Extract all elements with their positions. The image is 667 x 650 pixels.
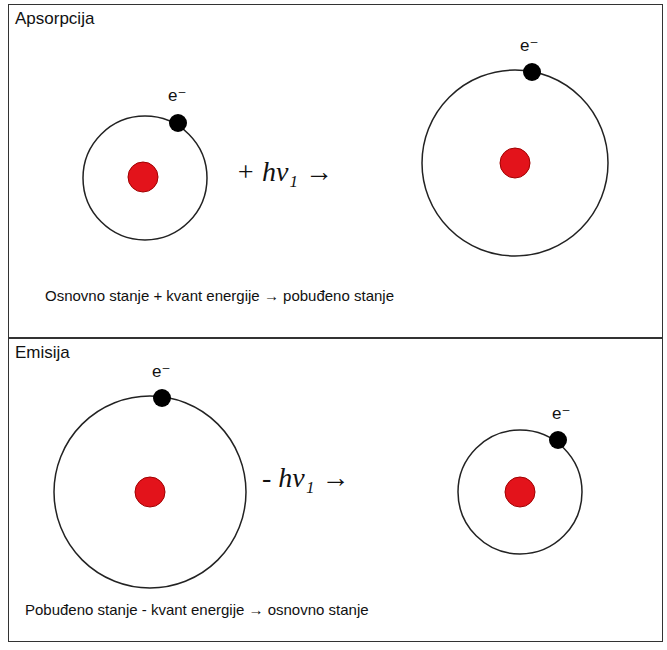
panel-heading: Apsorpcija <box>15 9 94 29</box>
electron-label: e⁻ <box>168 86 186 106</box>
photon-term: - hν₁ → <box>262 462 350 494</box>
electron-label: e⁻ <box>552 404 570 424</box>
small-atom-ground <box>458 430 582 554</box>
panel-caption: Osnovno stanje + kvant energije → pobuđe… <box>45 287 394 304</box>
panel-caption: Pobuđeno stanje - kvant energije → osnov… <box>25 601 369 618</box>
small-atom-ground <box>83 114 207 240</box>
photon-term: + hν₁ → <box>236 156 333 188</box>
electron-label: e⁻ <box>520 36 538 56</box>
panel-box: ApsorpcijaOsnovno stanje + kvant energij… <box>8 4 663 338</box>
large-atom-excited <box>422 63 608 256</box>
large-atom-excited <box>54 389 246 588</box>
panel-heading: Emisija <box>15 343 70 363</box>
electron-label: e⁻ <box>152 362 170 382</box>
